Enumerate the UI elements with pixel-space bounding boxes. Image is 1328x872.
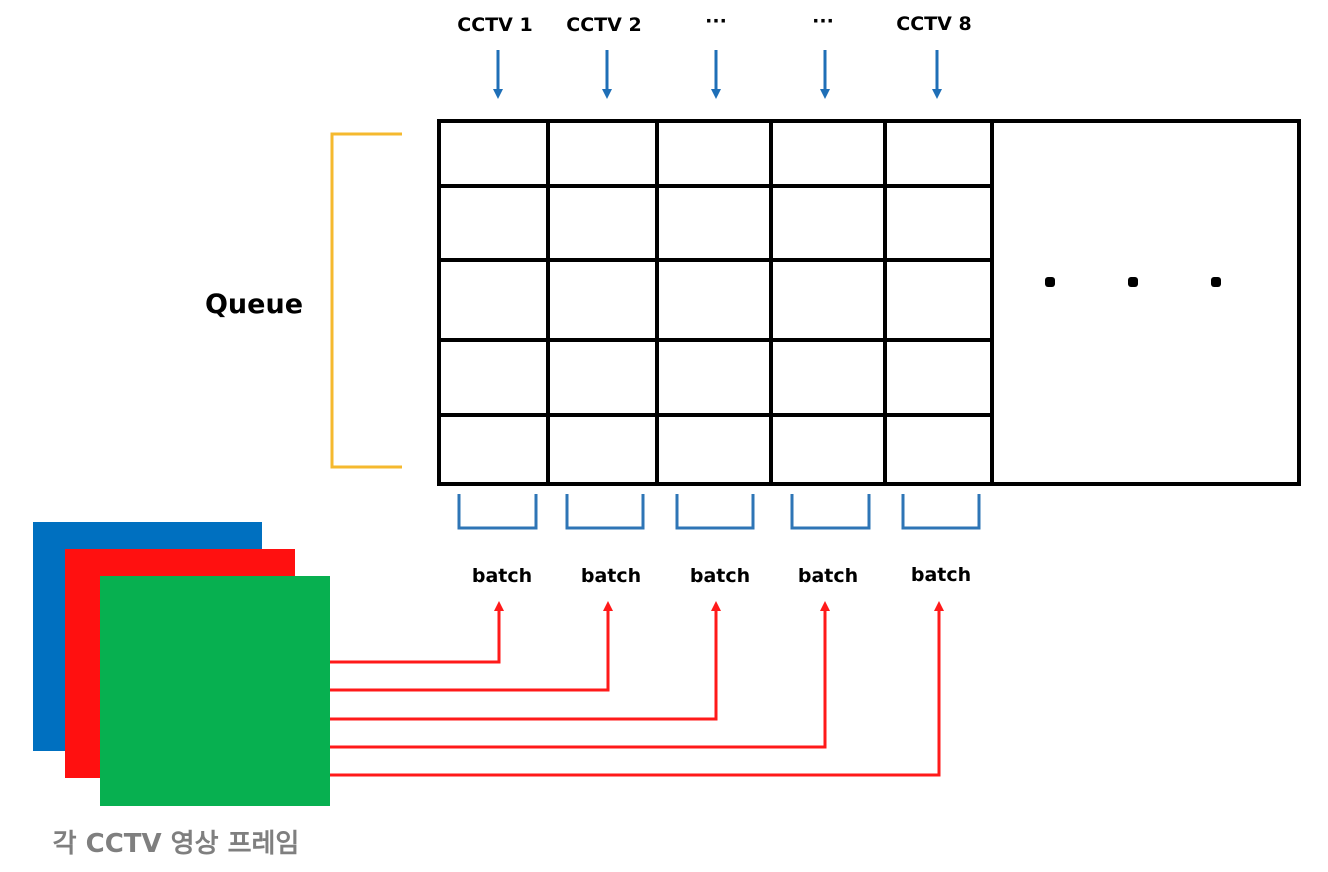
- continuation-dots: [1045, 277, 1221, 287]
- queue-grid: [437, 119, 1301, 486]
- batch-bracket-1: [457, 494, 538, 530]
- batch-label-2: batch: [581, 565, 641, 587]
- frame-arrow-4: [330, 601, 830, 749]
- cctv-label-2: CCTV 2: [566, 14, 641, 36]
- frame-to-batch-arrows: [330, 601, 944, 777]
- queue-outer-frame: [437, 119, 1301, 486]
- cctv-frame-stack: [33, 522, 330, 806]
- batch-bracket-4: [790, 494, 871, 530]
- ellipsis-dot-2: [1128, 277, 1138, 287]
- frames-caption: 각 CCTV 영상 프레임: [53, 829, 300, 859]
- cctv-label-4: ···: [812, 10, 834, 32]
- frame-arrow-3: [330, 601, 721, 721]
- batch-brackets: [457, 494, 981, 530]
- ellipsis-dot-3: [1211, 277, 1221, 287]
- batch-label-1: batch: [472, 565, 532, 587]
- frame-green: [100, 576, 330, 806]
- cctv-label-1: CCTV 1: [457, 14, 532, 36]
- ellipsis-dot-1: [1045, 277, 1055, 287]
- cctv-label-5: CCTV 8: [896, 13, 971, 35]
- cctv-input-arrows: [493, 50, 942, 99]
- queue-bracket: [330, 132, 402, 469]
- queue-label: Queue: [205, 289, 303, 320]
- frame-arrow-5: [330, 601, 944, 777]
- batch-bracket-5: [901, 494, 981, 530]
- frame-arrow-1: [330, 601, 504, 664]
- batch-bracket-2: [565, 494, 645, 530]
- batch-label-4: batch: [798, 565, 858, 587]
- batch-label-5: batch: [911, 564, 971, 586]
- frame-arrow-2: [330, 601, 613, 692]
- batch-label-3: batch: [690, 565, 750, 587]
- cctv-label-3: ···: [705, 10, 727, 32]
- batch-bracket-3: [675, 494, 755, 530]
